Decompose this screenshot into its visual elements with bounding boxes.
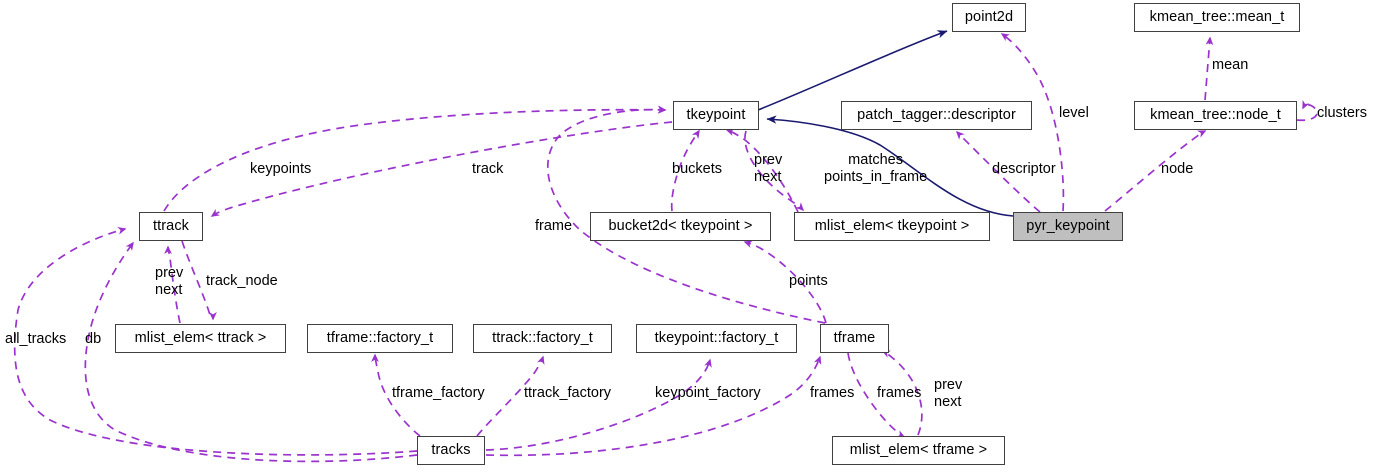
edge-label-keypoints: keypoints xyxy=(250,161,312,177)
edge-label-frame: frame xyxy=(535,218,573,234)
inheritance-edges xyxy=(757,30,1014,217)
node-tkeypoint[interactable]: tkeypoint xyxy=(673,101,759,130)
node-tframe-factory-t[interactable]: tframe::factory_t xyxy=(307,324,453,353)
edge-label-buckets: buckets xyxy=(672,161,722,177)
edge-label-node: node xyxy=(1161,161,1194,177)
edge-label-level: level xyxy=(1059,105,1089,121)
node-tkeypoint-factory-t[interactable]: tkeypoint::factory_t xyxy=(636,324,797,353)
node-kmean-tree-node-t[interactable]: kmean_tree::node_t xyxy=(1134,101,1297,130)
node-kmean-tree-mean-t[interactable]: kmean_tree::mean_t xyxy=(1134,3,1300,32)
node-ttrack-factory-t[interactable]: ttrack::factory_t xyxy=(473,324,612,353)
edge-label-points: points xyxy=(789,273,828,289)
edge-label-prev-next-tframe: prev next xyxy=(934,377,963,410)
node-point2d[interactable]: point2d xyxy=(952,3,1026,32)
node-mlist-elem-tframe[interactable]: mlist_elem< tframe > xyxy=(832,436,1005,465)
node-ttrack[interactable]: ttrack xyxy=(139,212,203,241)
edge-label-frames-2: frames xyxy=(877,385,922,401)
node-tframe[interactable]: tframe xyxy=(820,324,889,353)
edge-label-descriptor: descriptor xyxy=(992,161,1056,177)
edge-label-db: db xyxy=(85,331,102,347)
edge-label-frames-1: frames xyxy=(810,385,855,401)
node-tracks[interactable]: tracks xyxy=(417,436,485,465)
edge-label-mean: mean xyxy=(1212,57,1249,73)
node-bucket2d-tkeypoint[interactable]: bucket2d< tkeypoint > xyxy=(590,212,771,241)
node-mlist-elem-tkeypoint[interactable]: mlist_elem< tkeypoint > xyxy=(794,212,990,241)
edge-label-ttrack-factory: ttrack_factory xyxy=(524,385,612,401)
node-patch-tagger-descriptor[interactable]: patch_tagger::descriptor xyxy=(841,101,1032,130)
edge-label-track: track xyxy=(472,161,504,177)
node-pyr-keypoint[interactable]: pyr_keypoint xyxy=(1013,212,1123,241)
node-mlist-elem-ttrack[interactable]: mlist_elem< ttrack > xyxy=(115,324,286,353)
usage-edges xyxy=(13,33,1318,463)
edge-label-tframe-factory: tframe_factory xyxy=(392,385,485,401)
edge-label-clusters: clusters xyxy=(1317,105,1367,121)
edge-label-matches-points-in-frame: matches points_in_frame xyxy=(824,152,928,185)
edge-label-prev-next-keypoint: prev next xyxy=(754,152,783,185)
edge-label-keypoint-factory: keypoint_factory xyxy=(655,385,761,401)
edge-label-all-tracks: all_tracks xyxy=(5,331,67,347)
edge-label-track-node: track_node xyxy=(206,273,278,289)
edge-label-prev-next-ttrack: prev next xyxy=(155,265,184,298)
